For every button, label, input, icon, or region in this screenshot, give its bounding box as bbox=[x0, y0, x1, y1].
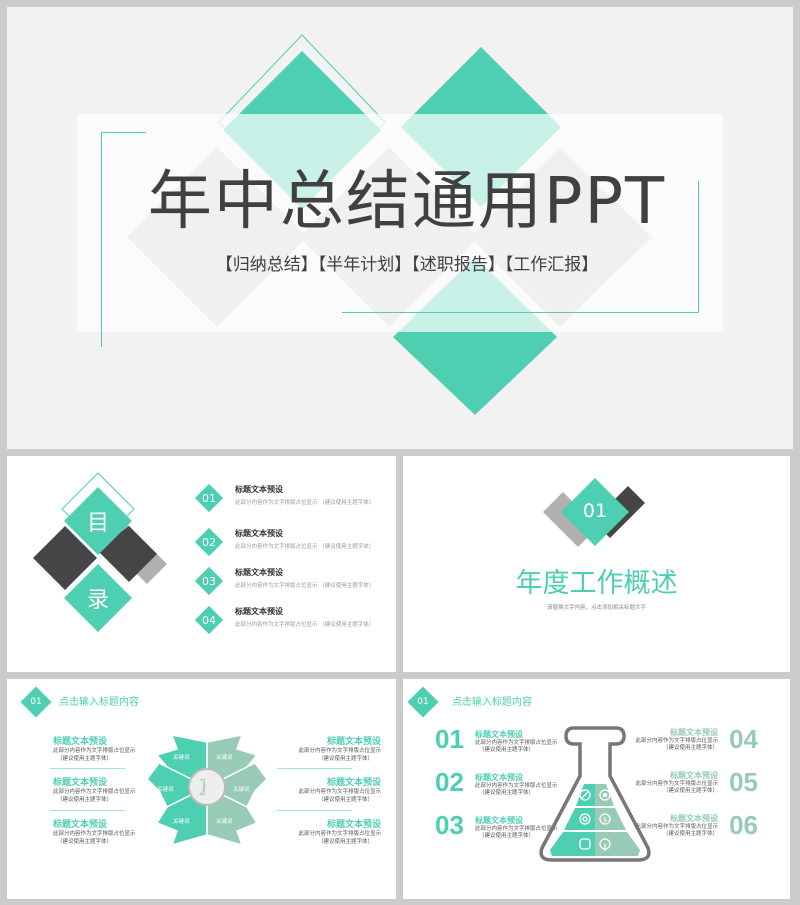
flask-diagram: $ bbox=[539, 726, 651, 862]
divider bbox=[277, 810, 352, 811]
slide-thumbnail-section[interactable]: 01 年度工作概述 请替换文字内容，点击添加相关标题文字 bbox=[403, 456, 790, 672]
list-item: 标题文本预设 此部分内容作为文字排版占位显示 （建议使用主题字体） bbox=[298, 778, 381, 803]
bracket-line bbox=[101, 132, 146, 133]
keyword-label: 关键词 bbox=[216, 755, 233, 761]
broadcast-icon bbox=[599, 837, 611, 849]
toc-item-title: 标题文本预设 bbox=[235, 568, 283, 577]
toc-item-title: 标题文本预设 bbox=[235, 607, 283, 616]
slide-thumbnail-title[interactable]: 年中总结通用PPT 【归纳总结】【半年计划】【述职报告】【工作汇报】 bbox=[7, 7, 793, 449]
divider bbox=[277, 768, 352, 769]
slide-thumbnail-toc[interactable]: 目 录 01 标题文本预设 此部分内容作为文字排版占位显示 （建议使用主题字体）… bbox=[7, 456, 396, 672]
toc-number-badge: 04 bbox=[194, 605, 224, 635]
slide-thumbnail-flask[interactable]: 01 点击输入标题内容 01 标题文本预设 此部分内容作为文字排版占位显示 （建… bbox=[403, 679, 790, 899]
section-title: 点击输入标题内容 bbox=[452, 697, 532, 708]
toc-item-title: 标题文本预设 bbox=[235, 485, 283, 494]
toc-item-desc: 此部分内容作为文字排版占位显示 （建议使用主题字体） bbox=[235, 500, 375, 506]
toc-char-1: 目 bbox=[86, 511, 109, 536]
list-item: 标题文本预设 此部分内容作为文字排版占位显示 （建议使用主题字体） bbox=[53, 820, 136, 845]
section-title: 年度工作概述 bbox=[515, 568, 678, 599]
section-number: 01 bbox=[582, 500, 608, 522]
list-item: 标题文本预设 此部分内容作为文字排版占位显示 （建议使用主题字体） bbox=[298, 737, 381, 762]
toc-item[interactable]: 01 标题文本预设 此部分内容作为文字排版占位显示 （建议使用主题字体） bbox=[192, 481, 392, 515]
section-badge: 01 bbox=[406, 685, 440, 719]
toc-number-badge: 01 bbox=[194, 483, 224, 513]
slide-thumbnail-arrows[interactable]: 01 点击输入标题内容 标题文本预设 此部分内容作为文字排版占位显示 （建议使用… bbox=[7, 679, 396, 899]
bracket-line bbox=[698, 181, 699, 313]
compass-icon bbox=[578, 787, 590, 799]
bracket-line bbox=[101, 132, 102, 347]
team-icon bbox=[599, 787, 611, 799]
list-item: 标题文本预设 此部分内容作为文字排版占位显示 （建议使用主题字体） bbox=[53, 737, 136, 762]
keyword-label: 关键词 bbox=[233, 787, 250, 793]
list-item: 标题文本预设 此部分内容作为文字排版占位显示 （建议使用主题字体） bbox=[298, 820, 381, 845]
section-title: 点击输入标题内容 bbox=[59, 697, 139, 708]
toc-item-title: 标题文本预设 bbox=[235, 529, 283, 538]
slide-title: 年中总结通用PPT bbox=[147, 165, 667, 239]
toc-item-desc: 此部分内容作为文字排版占位显示 （建议使用主题字体） bbox=[235, 622, 375, 628]
svg-text:$: $ bbox=[603, 816, 607, 824]
toc-number-badge: 02 bbox=[194, 527, 224, 557]
toc-item[interactable]: 04 标题文本预设 此部分内容作为文字排版占位显示 （建议使用主题字体） bbox=[192, 603, 392, 637]
arrow-star-diagram: 〗 bbox=[146, 734, 268, 847]
toc-diamond-graphic bbox=[33, 472, 167, 632]
toc-item[interactable]: 03 标题文本预设 此部分内容作为文字排版占位显示 （建议使用主题字体） bbox=[192, 564, 392, 598]
toc-char-2: 录 bbox=[86, 588, 109, 613]
section-diamond-graphic bbox=[543, 478, 645, 547]
dollar-icon bbox=[599, 811, 611, 823]
slide-subtitle: 【归纳总结】【半年计划】【述职报告】【工作汇报】 bbox=[215, 255, 599, 275]
keyword-label: 关键词 bbox=[216, 819, 233, 825]
keyword-label: 关键词 bbox=[157, 787, 174, 793]
toc-item-desc: 此部分内容作为文字排版占位显示 （建议使用主题字体） bbox=[235, 544, 375, 550]
bracket-line bbox=[342, 312, 699, 313]
svg-text:〗: 〗 bbox=[199, 778, 215, 797]
toc-item[interactable]: 02 标题文本预设 此部分内容作为文字排版占位显示 （建议使用主题字体） bbox=[192, 525, 392, 559]
divider bbox=[50, 768, 125, 769]
list-item: 标题文本预设 此部分内容作为文字排版占位显示 （建议使用主题字体） bbox=[53, 778, 136, 803]
divider bbox=[50, 810, 125, 811]
target-icon bbox=[578, 811, 590, 823]
section-badge: 01 bbox=[19, 685, 53, 719]
keyword-label: 关键词 bbox=[173, 819, 190, 825]
keyword-label: 关键词 bbox=[173, 755, 190, 761]
linkedin-icon bbox=[578, 837, 590, 849]
section-subtitle: 请替换文字内容，点击添加相关标题文字 bbox=[546, 605, 646, 611]
title-band bbox=[77, 114, 723, 332]
toc-item-desc: 此部分内容作为文字排版占位显示 （建议使用主题字体） bbox=[235, 583, 375, 589]
toc-number-badge: 03 bbox=[194, 566, 224, 596]
